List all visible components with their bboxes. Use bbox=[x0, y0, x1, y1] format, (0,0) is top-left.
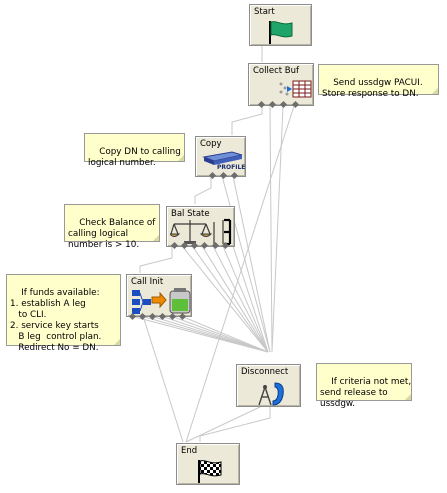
checkered-flag-icon bbox=[198, 460, 222, 483]
note-bal-state[interactable]: Check Balance of calling logical number … bbox=[64, 204, 160, 250]
node-call-init-label: Call Init bbox=[131, 277, 164, 287]
note-fold bbox=[432, 88, 438, 94]
connector-balstate-disconnect-1 bbox=[181, 245, 269, 353]
connector-balstate-disconnect-6 bbox=[232, 245, 269, 353]
connector-balstate-disconnect-4 bbox=[212, 245, 269, 353]
note-disconnect[interactable]: If criteria not met, send release to uss… bbox=[316, 363, 412, 409]
node-end-label: End bbox=[181, 446, 198, 456]
connector-disconnect-end-2 bbox=[185, 405, 263, 443]
note-fold bbox=[114, 339, 120, 345]
node-collect-buf[interactable]: Collect Buf bbox=[248, 63, 314, 109]
call-init-icon bbox=[132, 288, 191, 314]
node-copy-label: Copy bbox=[200, 139, 222, 149]
node-call-init[interactable]: Call Init bbox=[126, 274, 192, 321]
note-fold bbox=[153, 235, 159, 241]
node-end[interactable]: End bbox=[176, 443, 240, 485]
note-copy[interactable]: Copy DN to calling logical number. bbox=[84, 133, 185, 168]
connector-balstate-disconnect-5 bbox=[222, 245, 269, 353]
node-bal-state-label: Bal State bbox=[171, 209, 210, 219]
connector-copy-balstate bbox=[194, 176, 212, 204]
connector-callinit-disconnect-3 bbox=[150, 315, 269, 353]
note-fold bbox=[178, 155, 184, 161]
connector-copy-disconnect-2 bbox=[232, 175, 271, 353]
connector-collect-copy bbox=[231, 106, 263, 135]
note-disconnect-text: If criteria not met, send release to uss… bbox=[320, 377, 412, 409]
connector-collect-disconnect-1 bbox=[269, 105, 273, 353]
connector-balstate-callinit bbox=[139, 246, 173, 273]
profile-badge-text: PROFILE bbox=[217, 164, 246, 171]
connector-callinit-disconnect-4 bbox=[160, 315, 269, 353]
connector-callinit-end bbox=[142, 315, 184, 443]
connector-collect-disconnect-2 bbox=[271, 105, 284, 353]
connector-callinit-disconnect-5 bbox=[170, 315, 269, 353]
connector-balstate-disconnect-2 bbox=[191, 245, 269, 353]
connector-disconnect-end bbox=[199, 406, 271, 442]
balance-scales-icon bbox=[170, 218, 232, 246]
note-call-init[interactable]: If funds available: 1. establish A leg t… bbox=[6, 274, 121, 353]
green-flag-icon bbox=[269, 21, 293, 44]
node-disconnect-label: Disconnect bbox=[241, 367, 289, 377]
buffer-grid-icon bbox=[279, 80, 312, 98]
note-copy-text: Copy DN to calling logical number. bbox=[88, 147, 181, 168]
node-start[interactable]: Start bbox=[249, 4, 312, 46]
node-start-label: Start bbox=[254, 7, 275, 17]
node-bal-state[interactable]: Bal State bbox=[166, 206, 235, 250]
disconnect-phone-icon bbox=[258, 382, 284, 406]
connector-collect-end bbox=[185, 105, 295, 443]
note-collect-buf[interactable]: Send ussdgw PACUI. Store response to DN. bbox=[318, 64, 439, 99]
node-collect-buf-label: Collect Buf bbox=[253, 66, 300, 76]
note-collect-buf-text: Send ussdgw PACUI. Store response to DN. bbox=[322, 78, 423, 99]
profile-block-icon bbox=[202, 151, 243, 165]
connector-balstate-disconnect-3 bbox=[201, 245, 269, 353]
connector-callinit-disconnect-6 bbox=[180, 315, 269, 353]
connector-copy-disconnect bbox=[221, 175, 271, 353]
note-fold bbox=[405, 394, 411, 400]
note-bal-state-text: Check Balance of calling logical number … bbox=[68, 218, 156, 250]
node-disconnect[interactable]: Disconnect bbox=[236, 364, 301, 407]
note-call-init-text: If funds available: 1. establish A leg t… bbox=[10, 288, 102, 353]
node-copy[interactable]: Copy PROFILE bbox=[195, 136, 246, 180]
